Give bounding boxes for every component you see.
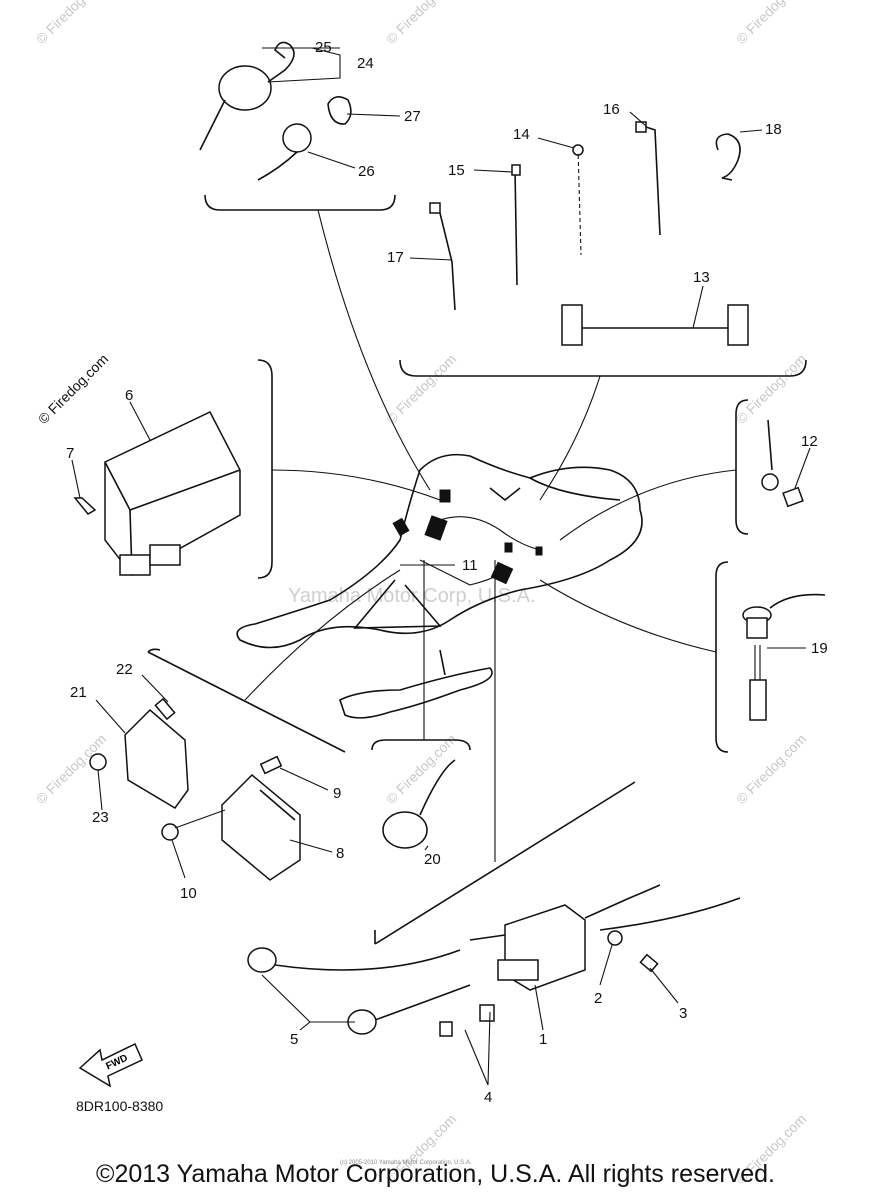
callout-10: 10 [180,885,197,902]
part-ground-lead [761,419,804,508]
part-ignition-coil [247,884,741,1037]
callout-16: 16 [603,101,620,118]
callout-11: 11 [462,557,478,574]
part-switch-assy [199,41,352,181]
callout-24: 24 [357,55,374,72]
watermark: © Firedog.com [35,351,111,427]
watermark: © Firedog.com [733,0,809,47]
callout-3: 3 [679,1005,687,1022]
part-rectifier [161,755,301,881]
watermarks: © Firedog.com © Firedog.com © Firedog.co… [33,0,809,1187]
callout-27: 27 [404,108,421,125]
callout-13: 13 [693,269,710,286]
harness-connector [392,517,410,537]
callout-26: 26 [358,163,375,180]
harness-connector [504,542,513,553]
callout-21: 21 [70,684,87,701]
part-sub-harness [561,304,749,346]
watermark: © Firedog.com [733,731,809,807]
callout-7: 7 [66,445,74,462]
callout-15: 15 [448,162,465,179]
reference-code: 8DR100-8380 [76,1098,164,1114]
callout-22: 22 [116,661,133,678]
callouts: 25 24 27 26 16 14 15 18 17 13 6 7 12 11 … [66,39,828,1106]
callout-12: 12 [801,433,818,450]
part-condenser [382,759,456,849]
fwd-arrow: FWD [78,1042,143,1088]
watermark: © Firedog.com [733,351,809,427]
callout-2: 2 [594,990,602,1007]
harness-connector [535,546,543,556]
bracket-lines [147,194,807,945]
callout-14: 14 [513,126,530,143]
watermark: © Firedog.com [383,0,459,47]
watermark: © Firedog.com [33,0,109,47]
callout-17: 17 [387,249,404,266]
part-clips-bands [429,121,741,311]
vehicle-body [236,453,643,719]
callout-9: 9 [333,785,341,802]
small-copyright: (c) 2005-2010 Yamaha Motor Corporation, … [340,1160,472,1166]
callout-5: 5 [290,1031,298,1048]
callout-20: 20 [424,851,441,868]
watermark: © Firedog.com [383,731,459,807]
callout-8: 8 [336,845,344,862]
callout-1: 1 [539,1031,547,1048]
part-cdi [89,697,189,809]
center-watermark: Yamaha Motor Corp, U.S.A. [288,585,536,607]
callout-23: 23 [92,809,109,826]
callout-6: 6 [125,387,133,404]
harness-connector [490,561,514,585]
watermark: © Firedog.com [383,351,459,427]
callout-4: 4 [484,1089,492,1106]
harness-connector [439,489,451,503]
part-ecu [73,411,241,576]
harness-connector [424,515,448,541]
footer-copyright: ©2013 Yamaha Motor Corporation, U.S.A. A… [96,1160,775,1188]
callout-19: 19 [811,640,828,657]
callout-18: 18 [765,121,782,138]
callout-25: 25 [315,39,332,56]
part-level-sensor [742,593,826,721]
